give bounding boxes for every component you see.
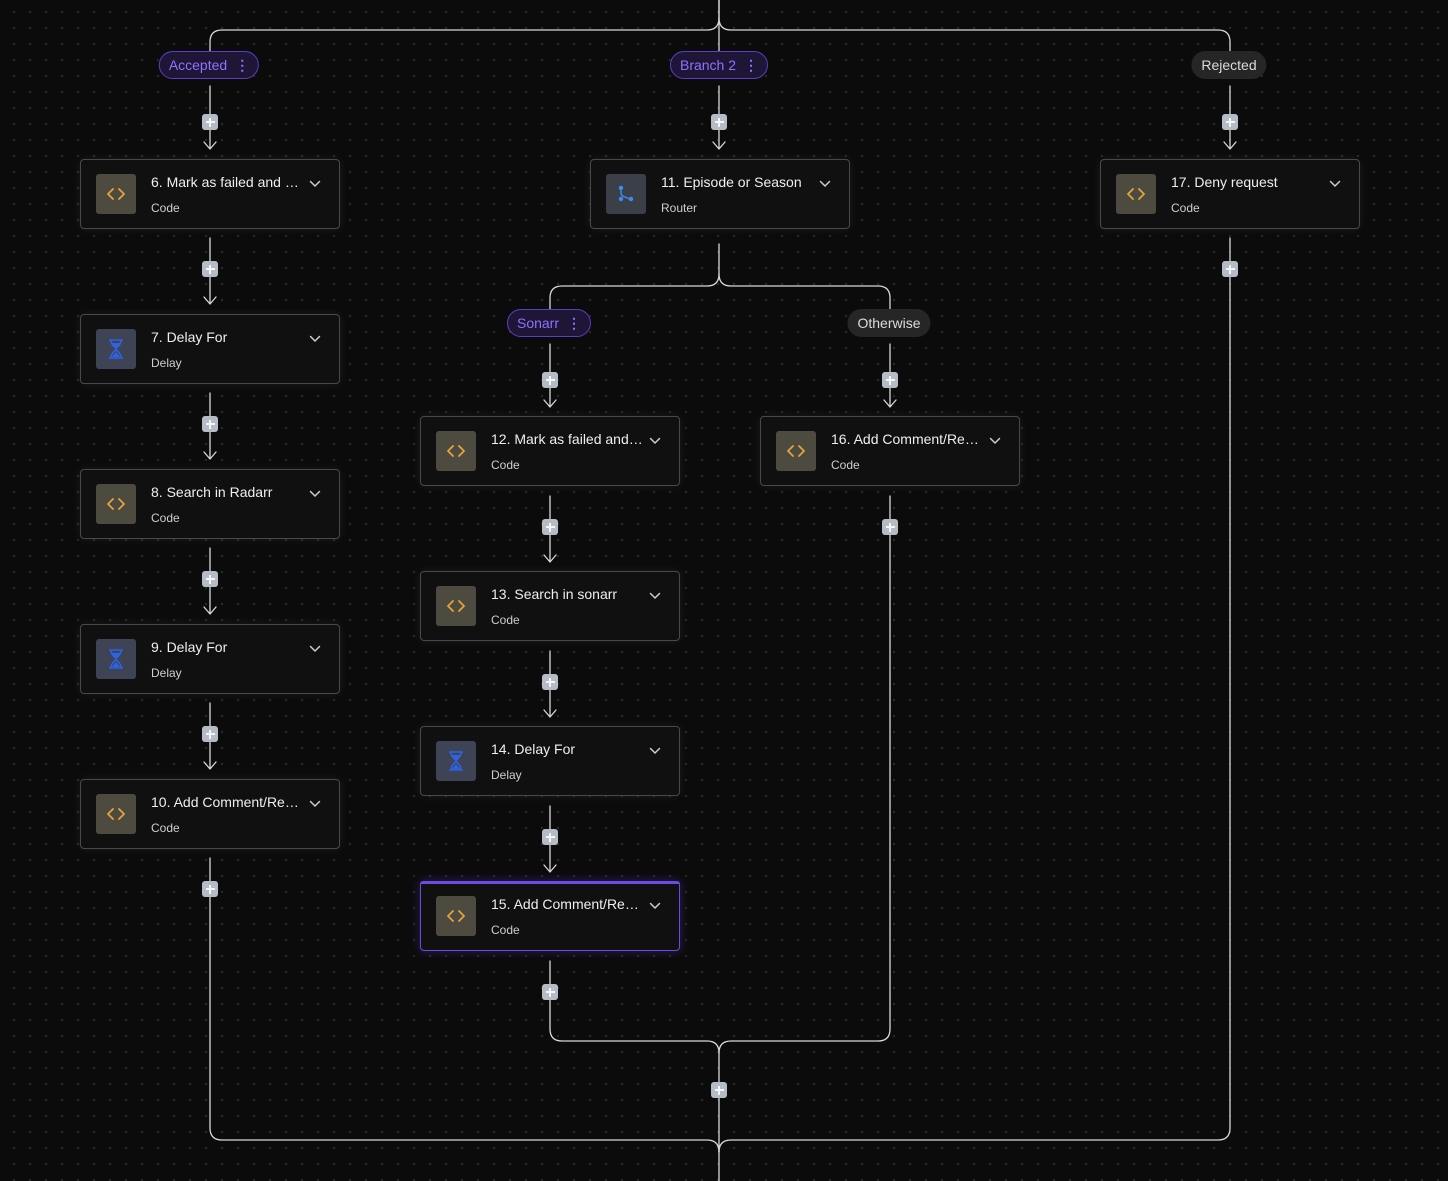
code-icon — [1116, 174, 1156, 214]
add-step-button[interactable] — [1222, 261, 1238, 277]
add-step-button[interactable] — [882, 372, 898, 388]
branch-pill-otherwise[interactable]: Otherwise — [847, 309, 931, 337]
step-card-9[interactable]: 9. Delay For Delay — [80, 624, 340, 694]
chevron-down-icon[interactable] — [649, 902, 661, 910]
add-step-button[interactable] — [542, 519, 558, 535]
code-icon — [436, 896, 476, 936]
add-step-button[interactable] — [202, 114, 218, 130]
step-subtitle: Router — [661, 201, 698, 215]
step-title: 15. Add Comment/Res... — [491, 896, 643, 912]
branch-pill-accepted[interactable]: Accepted ⋮ — [158, 51, 260, 79]
chevron-down-icon[interactable] — [309, 180, 321, 188]
branch-label: Rejected — [1201, 57, 1257, 73]
step-card-12[interactable]: 12. Mark as failed and ... Code — [420, 416, 680, 486]
hourglass-icon — [96, 329, 136, 369]
code-icon — [776, 431, 816, 471]
code-icon — [436, 586, 476, 626]
branch-label: Accepted — [168, 57, 228, 73]
branch-pill-branch-2[interactable]: Branch 2 ⋮ — [669, 51, 769, 79]
step-subtitle: Code — [151, 821, 180, 835]
step-card-14[interactable]: 14. Delay For Delay — [420, 726, 680, 796]
step-title: 12. Mark as failed and ... — [491, 431, 643, 447]
router-icon — [606, 174, 646, 214]
step-card-10[interactable]: 10. Add Comment/Res... Code — [80, 779, 340, 849]
step-card-15[interactable]: 15. Add Comment/Res... Code — [420, 881, 680, 951]
step-title: 17. Deny request — [1171, 174, 1278, 190]
branch-pill-rejected[interactable]: Rejected — [1191, 51, 1267, 79]
add-step-button[interactable] — [202, 416, 218, 432]
step-title: 6. Mark as failed and d... — [151, 174, 303, 190]
chevron-down-icon[interactable] — [649, 747, 661, 755]
add-step-button[interactable] — [542, 829, 558, 845]
step-subtitle: Code — [1171, 201, 1200, 215]
step-title: 14. Delay For — [491, 741, 576, 757]
add-step-button[interactable] — [882, 519, 898, 535]
step-subtitle: Code — [491, 613, 520, 627]
chevron-down-icon[interactable] — [649, 592, 661, 600]
step-title: 16. Add Comment/Res... — [831, 431, 983, 447]
step-card-17[interactable]: 17. Deny request Code — [1100, 159, 1360, 229]
step-card-16[interactable]: 16. Add Comment/Res... Code — [760, 416, 1020, 486]
kebab-menu-icon[interactable]: ⋮ — [744, 57, 759, 73]
branch-label: Sonarr — [516, 315, 560, 331]
branch-pill-sonarr[interactable]: Sonarr ⋮ — [506, 309, 592, 337]
add-step-button[interactable] — [202, 261, 218, 277]
code-icon — [436, 431, 476, 471]
hourglass-icon — [96, 639, 136, 679]
chevron-down-icon[interactable] — [989, 437, 1001, 445]
kebab-menu-icon[interactable]: ⋮ — [567, 315, 582, 331]
code-icon — [96, 174, 136, 214]
step-title: 10. Add Comment/Res... — [151, 794, 303, 810]
chevron-down-icon[interactable] — [309, 490, 321, 498]
chevron-down-icon[interactable] — [1329, 180, 1341, 188]
step-subtitle: Delay — [151, 666, 182, 680]
step-card-8[interactable]: 8. Search in Radarr Code — [80, 469, 340, 539]
step-title: 13. Search in sonarr — [491, 586, 618, 602]
step-subtitle: Code — [491, 458, 520, 472]
add-step-button[interactable] — [542, 984, 558, 1000]
step-subtitle: Delay — [491, 768, 522, 782]
chevron-down-icon[interactable] — [819, 180, 831, 188]
add-step-button[interactable] — [711, 114, 727, 130]
add-step-button[interactable] — [1222, 114, 1238, 130]
step-subtitle: Code — [491, 923, 520, 937]
branch-label: Otherwise — [857, 315, 921, 331]
add-step-button[interactable] — [202, 571, 218, 587]
add-step-button[interactable] — [542, 674, 558, 690]
add-step-button[interactable] — [711, 1082, 727, 1098]
step-card-13[interactable]: 13. Search in sonarr Code — [420, 571, 680, 641]
hourglass-icon — [436, 741, 476, 781]
branch-label: Branch 2 — [679, 57, 737, 73]
step-card-11[interactable]: 11. Episode or Season Router — [590, 159, 850, 229]
code-icon — [96, 794, 136, 834]
step-subtitle: Code — [151, 511, 180, 525]
chevron-down-icon[interactable] — [309, 800, 321, 808]
kebab-menu-icon[interactable]: ⋮ — [235, 57, 250, 73]
step-subtitle: Code — [831, 458, 860, 472]
add-step-button[interactable] — [542, 372, 558, 388]
code-icon — [96, 484, 136, 524]
step-title: 7. Delay For — [151, 329, 228, 345]
step-title: 11. Episode or Season — [661, 174, 802, 190]
step-subtitle: Code — [151, 201, 180, 215]
step-card-6[interactable]: 6. Mark as failed and d... Code — [80, 159, 340, 229]
chevron-down-icon[interactable] — [649, 437, 661, 445]
chevron-down-icon[interactable] — [309, 335, 321, 343]
step-title: 9. Delay For — [151, 639, 228, 655]
add-step-button[interactable] — [202, 881, 218, 897]
step-card-7[interactable]: 7. Delay For Delay — [80, 314, 340, 384]
step-title: 8. Search in Radarr — [151, 484, 273, 500]
add-step-button[interactable] — [202, 726, 218, 742]
step-subtitle: Delay — [151, 356, 182, 370]
chevron-down-icon[interactable] — [309, 645, 321, 653]
